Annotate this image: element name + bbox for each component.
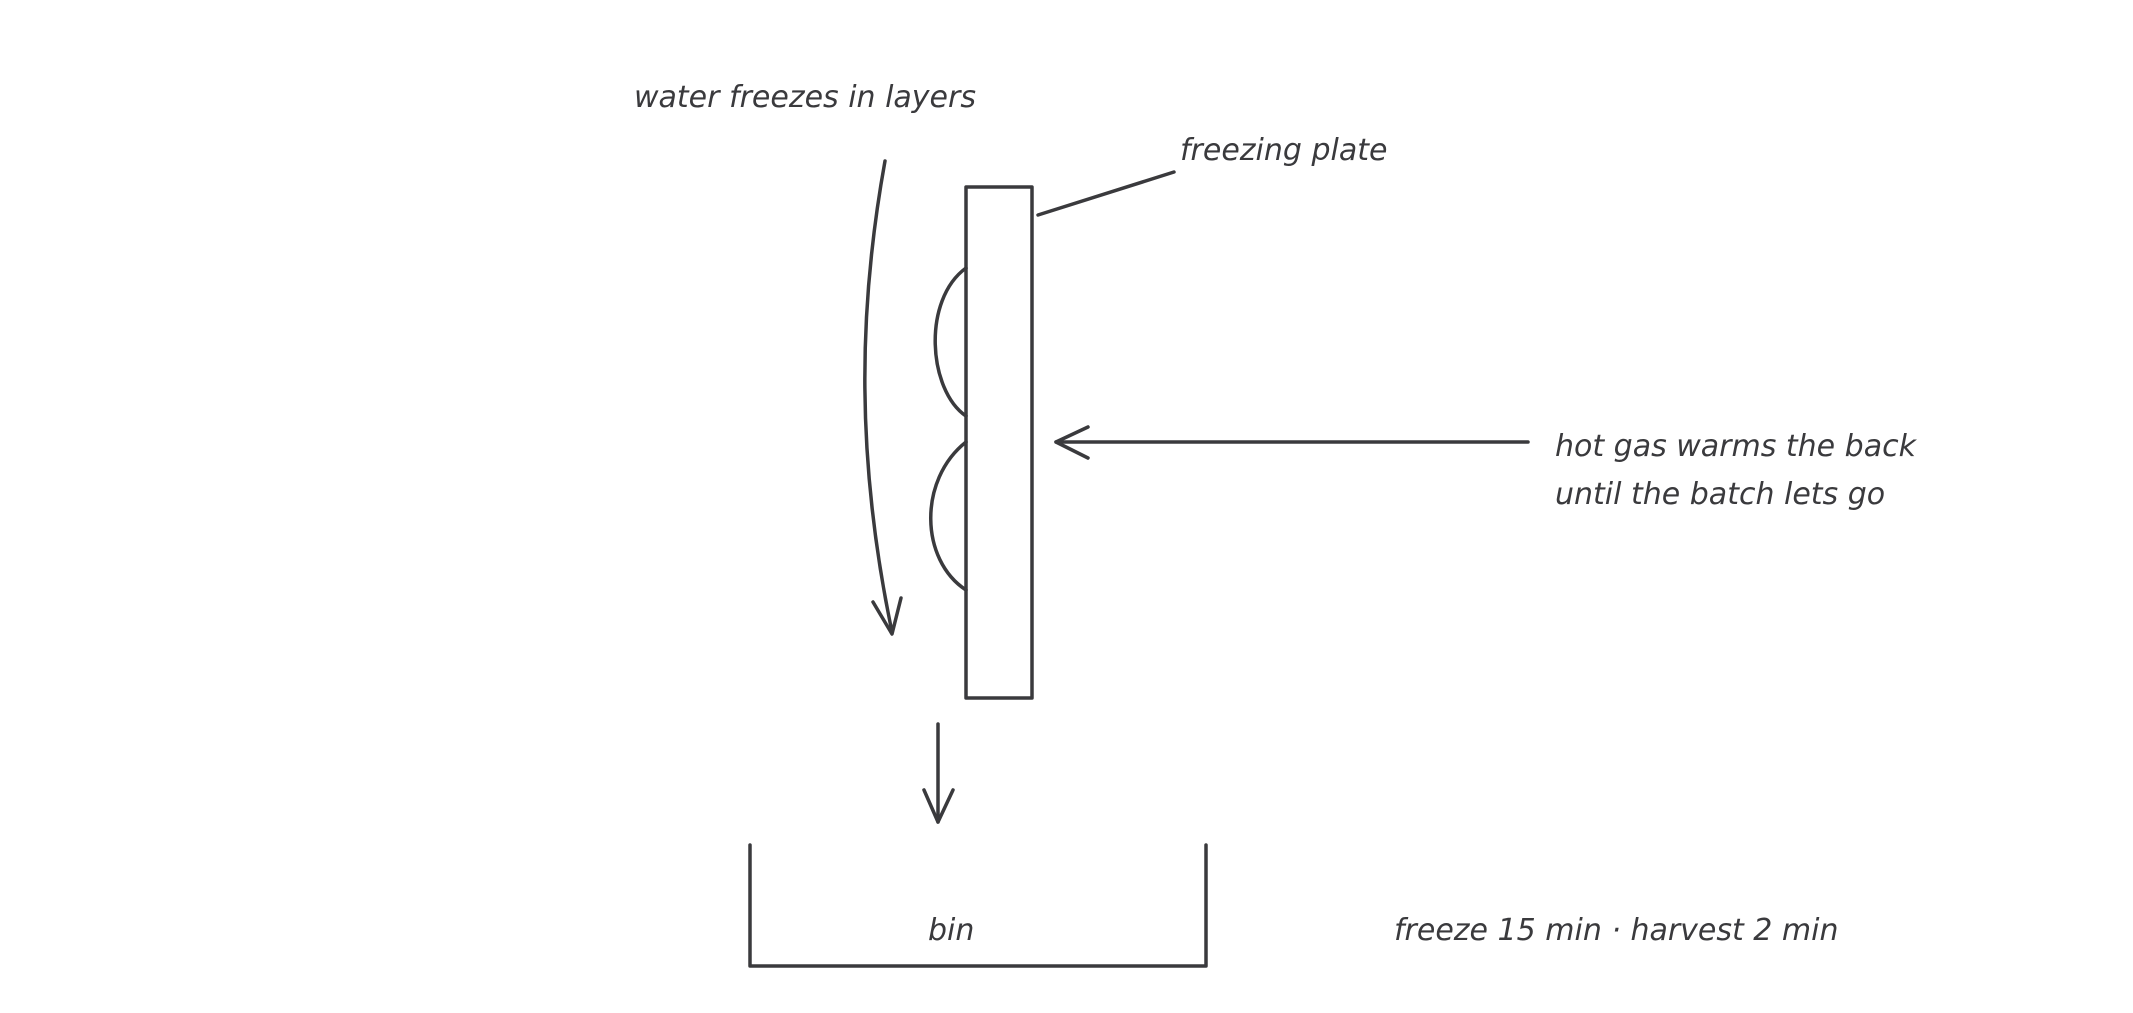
freezing-plate <box>964 185 1034 700</box>
bin-label: bin <box>928 913 974 948</box>
bin <box>748 843 1208 968</box>
hot-gas-label-line2: until the batch lets go <box>1555 477 1885 512</box>
water-freezes-label: water freezes in layers <box>634 80 976 115</box>
water-flow-arrowhead <box>871 596 903 636</box>
water-flow-arrow <box>863 159 894 634</box>
freezing-plate-label: freezing plate <box>1180 133 1387 168</box>
ice-cube-lower <box>929 440 968 592</box>
ice-cube-upper <box>933 266 968 418</box>
drop-arrowhead <box>922 788 955 824</box>
cycle-times-label: freeze 15 min · harvest 2 min <box>1394 913 1839 948</box>
freezing-plate-leader-line <box>1036 170 1176 217</box>
hot-gas-arrowhead <box>1054 425 1090 460</box>
hot-gas-label-line1: hot gas warms the back <box>1555 429 1918 464</box>
